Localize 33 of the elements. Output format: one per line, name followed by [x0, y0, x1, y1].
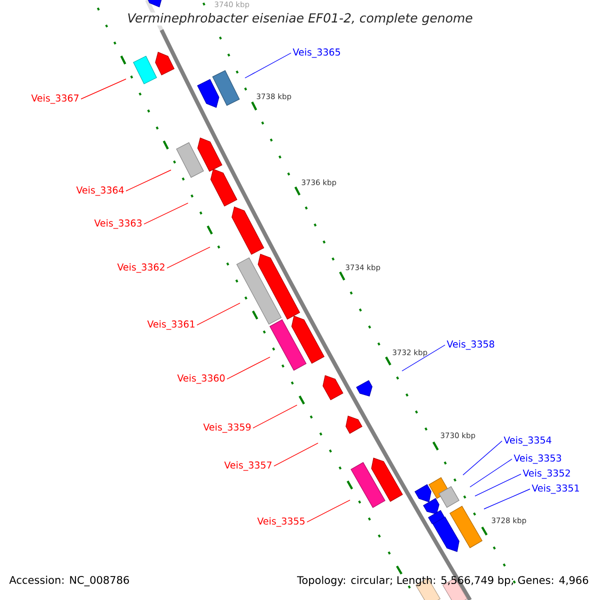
leader-line	[226, 356, 270, 380]
gene-label: Veis_3360	[177, 374, 225, 384]
gene-label: Veis_3362	[117, 263, 164, 273]
gene-label: Veis_3364	[76, 186, 124, 196]
gene-label: Veis_3355	[257, 517, 304, 527]
title: Verminephrobacter eiseniae EF01-2, complete genome	[126, 12, 474, 26]
leader-line	[166, 246, 210, 268]
leader-line	[402, 344, 446, 372]
gene-label: Veis_3367	[31, 94, 78, 104]
gene-label: Veis_3365	[292, 48, 340, 58]
leader-line	[474, 474, 522, 496]
leader-line	[252, 404, 298, 428]
gene-label: Veis_3358	[446, 340, 494, 350]
footer-text: Topology: circular; Length: 5,566,749 bp; Genes: 4,966	[297, 576, 588, 586]
gene-label: Veis_3361	[147, 320, 194, 330]
gene-label: Veis_3354	[504, 436, 552, 446]
leader-line	[244, 52, 292, 78]
gene-label: Veis_3357	[224, 461, 272, 471]
leader-line	[144, 202, 188, 224]
gene-label: Veis_3353	[514, 454, 562, 464]
leader-line	[126, 170, 172, 192]
leader-line	[80, 78, 126, 100]
leader-line	[274, 442, 318, 466]
gene-label: Veis_3363	[94, 219, 142, 229]
leader-line	[196, 302, 240, 326]
leader-line	[470, 458, 512, 488]
gene-label: Veis_3359	[203, 423, 251, 433]
footer-text: Accession: NC_008786	[9, 576, 129, 586]
leader-line	[484, 488, 530, 510]
gene-label: Veis_3352	[522, 469, 570, 479]
leader-line	[462, 440, 502, 476]
gene-label: Veis_3351	[532, 484, 579, 494]
leader-line	[306, 500, 350, 522]
